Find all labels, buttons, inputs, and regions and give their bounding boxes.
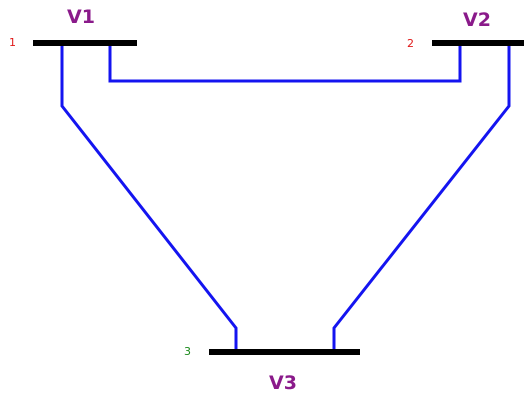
bus-number-3: 3 [184,345,191,358]
bus-number-1: 1 [9,36,16,49]
bus-name-1: V1 [67,6,95,28]
bus-bar-1[interactable] [33,40,137,46]
bus-number-2: 2 [407,37,414,50]
line-1-2[interactable] [108,43,462,83]
bus-name-3: V3 [269,372,297,394]
bus-bars [33,40,524,355]
bus-name-2: V2 [463,9,491,31]
bus-bar-3[interactable] [209,349,360,355]
bus-bar-2[interactable] [432,40,524,46]
line-2-3[interactable] [332,43,511,352]
bus-names: V1 V2 V3 [67,6,491,394]
bus-numbers: 1 2 3 [9,36,414,358]
transmission-lines [60,43,511,352]
line-1-3[interactable] [60,43,238,352]
